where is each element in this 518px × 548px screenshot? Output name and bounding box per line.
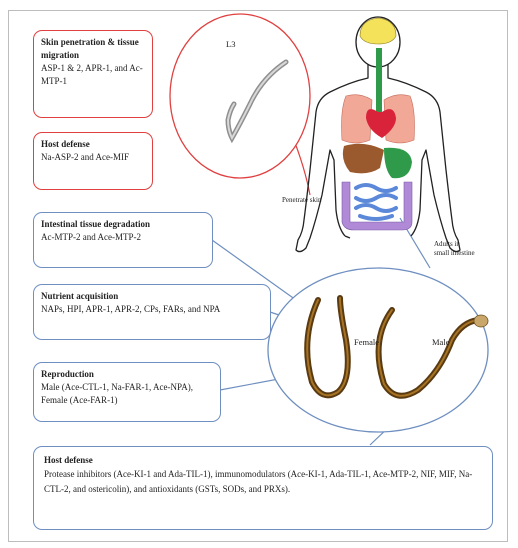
intestinal-degradation-text: Ac-MTP-2 and Ace-MTP-2	[41, 231, 205, 244]
nutrient-acquisition-title: Nutrient acquisition	[41, 290, 263, 303]
small-intestine	[356, 185, 396, 219]
penetrate-skin-label: Penetrate skin	[282, 196, 321, 204]
nutrient-acquisition-box: Nutrient acquisition NAPs, HPI, APR-1, A…	[33, 284, 271, 340]
reproduction-title: Reproduction	[41, 368, 213, 381]
reproduction-box: Reproduction Male (Ace-CTL-1, Na-FAR-1, …	[33, 362, 221, 422]
reproduction-text: Male (Ace-CTL-1, Na-FAR-1, Ace-NPA), Fem…	[41, 381, 213, 407]
liver	[343, 144, 384, 174]
esophagus	[376, 48, 382, 112]
host-defense-bottom-text: Protease inhibitors (Ace-KI-1 and Ada-TI…	[44, 467, 482, 497]
intestinal-degradation-title: Intestinal tissue degradation	[41, 218, 205, 231]
organs	[342, 18, 415, 230]
host-defense-top-text: Na-ASP-2 and Ace-MIF	[41, 151, 145, 164]
host-defense-top-box: Host defense Na-ASP-2 and Ace-MIF	[33, 132, 153, 190]
adults-label-line2: small intestine	[434, 249, 475, 257]
adults-label-line1: Adults in	[434, 240, 460, 248]
nutrient-acquisition-text: NAPs, HPI, APR-1, APR-2, CPs, FARs, and …	[41, 303, 263, 316]
host-defense-bottom-box: Host defense Protease inhibitors (Ace-KI…	[33, 446, 493, 530]
male-label: Male	[432, 338, 449, 346]
male-bursa	[474, 315, 488, 327]
larva-circle	[170, 14, 310, 178]
larva-label: L3	[226, 40, 235, 48]
skin-penetration-title: Skin penetration & tissue migration	[41, 36, 145, 62]
female-label: Female	[354, 338, 379, 346]
stomach	[384, 148, 412, 178]
skin-penetration-text: ASP-1 & 2, APR-1, and Ac-MTP-1	[41, 62, 145, 88]
skin-penetration-box: Skin penetration & tissue migration ASP-…	[33, 30, 153, 118]
host-defense-top-title: Host defense	[41, 138, 145, 151]
host-defense-bottom-title: Host defense	[44, 454, 482, 467]
intestinal-degradation-box: Intestinal tissue degradation Ac-MTP-2 a…	[33, 212, 213, 268]
